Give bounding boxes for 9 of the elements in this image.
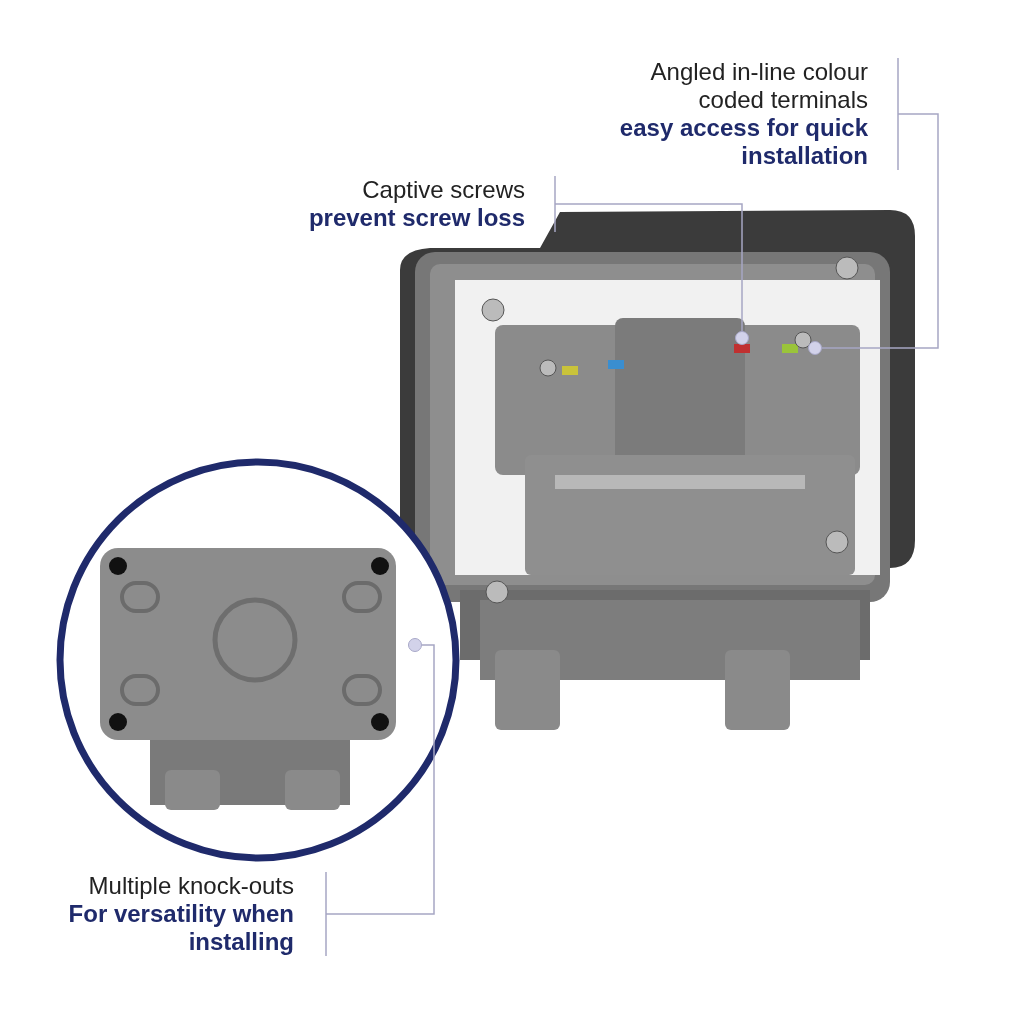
callout-heading: Angled in-line colour coded terminals: [649, 58, 868, 114]
leader-line: [325, 644, 435, 957]
callout-benefit: For versatility when installing: [67, 900, 294, 956]
callout-benefit: easy access for quick installation: [618, 114, 868, 170]
callout-heading: Captive screws: [361, 176, 525, 204]
callout-benefit: prevent screw loss: [307, 204, 525, 232]
callout-heading: Multiple knock-outs: [87, 872, 294, 900]
leader-line: [821, 57, 939, 349]
leader-line: [554, 175, 743, 332]
